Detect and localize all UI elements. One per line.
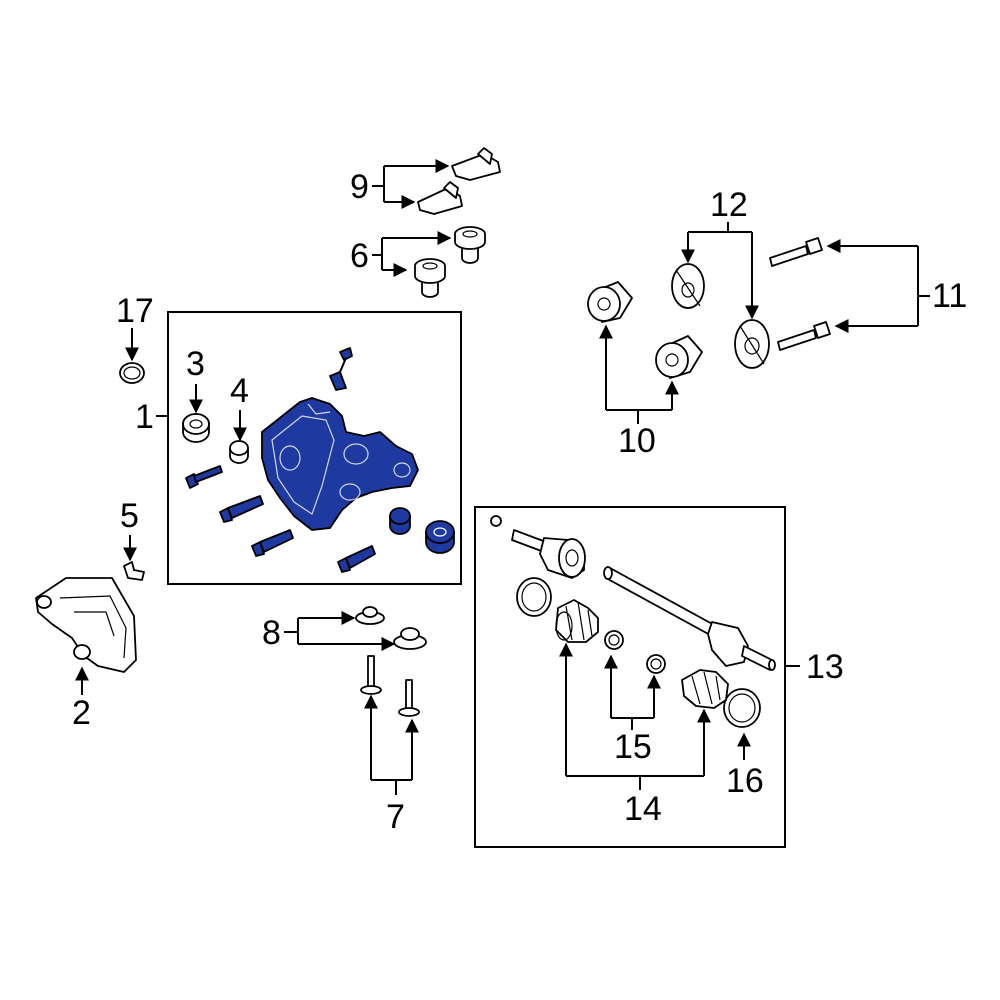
callout-6[interactable]: 6 xyxy=(350,237,369,275)
carrier-bolt-2[interactable] xyxy=(219,495,264,523)
part-2-mount-bracket[interactable] xyxy=(35,577,137,673)
part-9-bracket-lower[interactable] xyxy=(417,181,463,215)
part-14-boot-outer[interactable] xyxy=(681,669,729,709)
callout-3[interactable]: 3 xyxy=(186,345,205,383)
carrier-bolt-4[interactable] xyxy=(337,545,376,573)
part-15-clamp-left[interactable] xyxy=(604,630,624,650)
callout-11[interactable]: 11 xyxy=(932,277,967,315)
carrier-bolt-3[interactable] xyxy=(251,529,294,557)
part-1-differential-carrier[interactable] xyxy=(261,347,419,531)
part-3-bushing[interactable] xyxy=(182,413,210,443)
callout-12[interactable]: 12 xyxy=(710,186,748,224)
carrier-bolt-1[interactable] xyxy=(185,465,223,489)
carrier-seal-small[interactable] xyxy=(389,507,411,535)
part-8-washer-lower[interactable] xyxy=(393,627,427,650)
callout-13[interactable]: 13 xyxy=(806,648,844,686)
part-16-clamp-ring[interactable] xyxy=(723,688,761,728)
part-11-bolt-upper[interactable] xyxy=(769,237,823,267)
callout-17[interactable]: 17 xyxy=(116,292,154,330)
callout-15[interactable]: 15 xyxy=(614,728,652,766)
callout-4[interactable]: 4 xyxy=(230,372,249,410)
carrier-seal-large[interactable] xyxy=(425,520,455,554)
callout-8[interactable]: 8 xyxy=(262,614,281,652)
boot-clamp-ring-left[interactable] xyxy=(516,577,552,617)
part-7-stud-left[interactable] xyxy=(360,655,382,695)
part-9-bracket-upper[interactable] xyxy=(451,147,501,181)
part-12-seal-upper[interactable] xyxy=(671,263,705,309)
part-4-plug[interactable] xyxy=(229,440,249,464)
callout-16[interactable]: 16 xyxy=(726,762,764,800)
callout-2[interactable]: 2 xyxy=(72,694,91,732)
part-17-snap-ring[interactable] xyxy=(119,362,145,384)
callout-7[interactable]: 7 xyxy=(386,798,405,836)
part-10-bushing-right[interactable] xyxy=(655,335,703,379)
part-6-bushing-lower[interactable] xyxy=(414,258,446,298)
part-15-clamp-right[interactable] xyxy=(646,654,666,674)
part-6-bushing-upper[interactable] xyxy=(454,226,486,264)
callout-10[interactable]: 10 xyxy=(618,422,656,460)
callout-9[interactable]: 9 xyxy=(350,168,369,206)
part-10-bushing-left[interactable] xyxy=(587,281,633,323)
differential-group-box xyxy=(167,311,462,585)
callout-5[interactable]: 5 xyxy=(120,497,139,535)
part-13-axle-shaft[interactable] xyxy=(490,515,776,671)
callout-14[interactable]: 14 xyxy=(624,790,662,828)
part-12-seal-lower[interactable] xyxy=(734,319,770,369)
part-5-clip[interactable] xyxy=(123,561,145,581)
part-8-washer-upper[interactable] xyxy=(355,606,385,625)
callout-1[interactable]: 1 xyxy=(135,398,154,436)
part-7-stud-right[interactable] xyxy=(398,679,420,717)
part-14-boot-inner[interactable] xyxy=(555,599,599,643)
axle-shaft-group-box xyxy=(474,506,786,848)
part-11-bolt-lower[interactable] xyxy=(777,321,831,351)
